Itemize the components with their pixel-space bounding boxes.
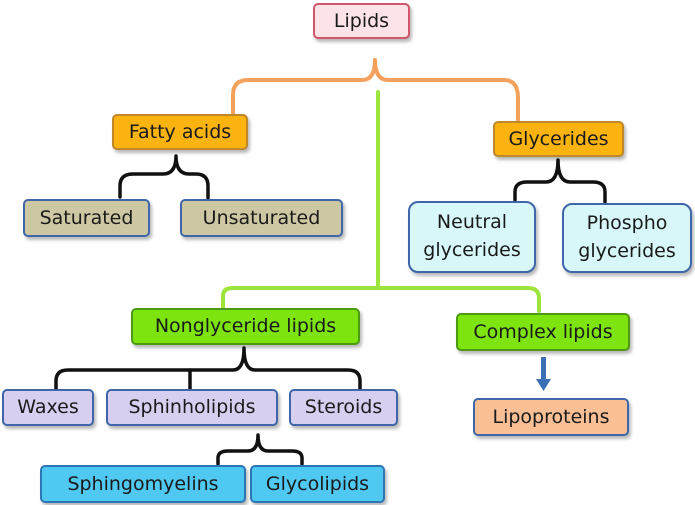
node-fatty-acids: Fatty acids [112, 114, 248, 150]
node-steroids-label: Steroids [304, 396, 383, 419]
node-saturated-label: Saturated [39, 206, 134, 229]
node-nonglyceride-lipids: Nonglyceride lipids [131, 308, 360, 345]
node-sphingomyelins-label: Sphingomyelins [67, 472, 219, 495]
node-phospho-glycerides-line1: Phospho [586, 212, 668, 235]
node-waxes-label: Waxes [17, 396, 79, 419]
node-neutral-glycerides-line1: Neutral [436, 211, 508, 234]
node-steroids: Steroids [289, 389, 398, 426]
lipids-green-brace [221, 286, 541, 313]
node-unsaturated: Unsaturated [180, 199, 343, 237]
node-lipids-label: Lipids [333, 9, 390, 32]
glycerides-brace [513, 158, 607, 204]
node-phospho-glycerides-line2: glycerides [578, 240, 676, 262]
node-glycolipids: Glycolipids [250, 465, 385, 503]
node-sphinholipids-label: Sphinholipids [128, 396, 256, 419]
node-sphingomyelins: Sphingomyelins [40, 465, 246, 503]
lipids-orange-brace [231, 58, 520, 122]
node-glycerides-label: Glycerides [508, 127, 609, 150]
node-waxes: Waxes [2, 389, 94, 426]
nonglyceride-brace [54, 346, 362, 391]
fatty-acids-brace [118, 154, 210, 200]
node-glycolipids-label: Glycolipids [265, 472, 370, 495]
node-complex-lipids: Complex lipids [456, 313, 630, 351]
sphinholipids-brace [216, 433, 304, 466]
node-lipids: Lipids [313, 3, 410, 39]
node-unsaturated-label: Unsaturated [202, 206, 321, 229]
node-lipoproteins: Lipoproteins [473, 398, 629, 436]
complex-to-lipoproteins-arrow [536, 357, 551, 391]
node-complex-lipids-label: Complex lipids [473, 320, 613, 343]
node-fatty-acids-label: Fatty acids [128, 120, 232, 143]
node-glycerides: Glycerides [493, 121, 624, 157]
node-saturated: Saturated [23, 199, 150, 237]
node-sphinholipids: Sphinholipids [106, 389, 278, 426]
node-lipoproteins-label: Lipoproteins [492, 405, 610, 428]
node-neutral-glycerides: Neutral glycerides [408, 201, 536, 273]
node-neutral-glycerides-line2: glycerides [423, 239, 521, 261]
node-nonglyceride-lipids-label: Nonglyceride lipids [154, 315, 337, 338]
node-phospho-glycerides: Phospho glycerides [562, 203, 692, 273]
